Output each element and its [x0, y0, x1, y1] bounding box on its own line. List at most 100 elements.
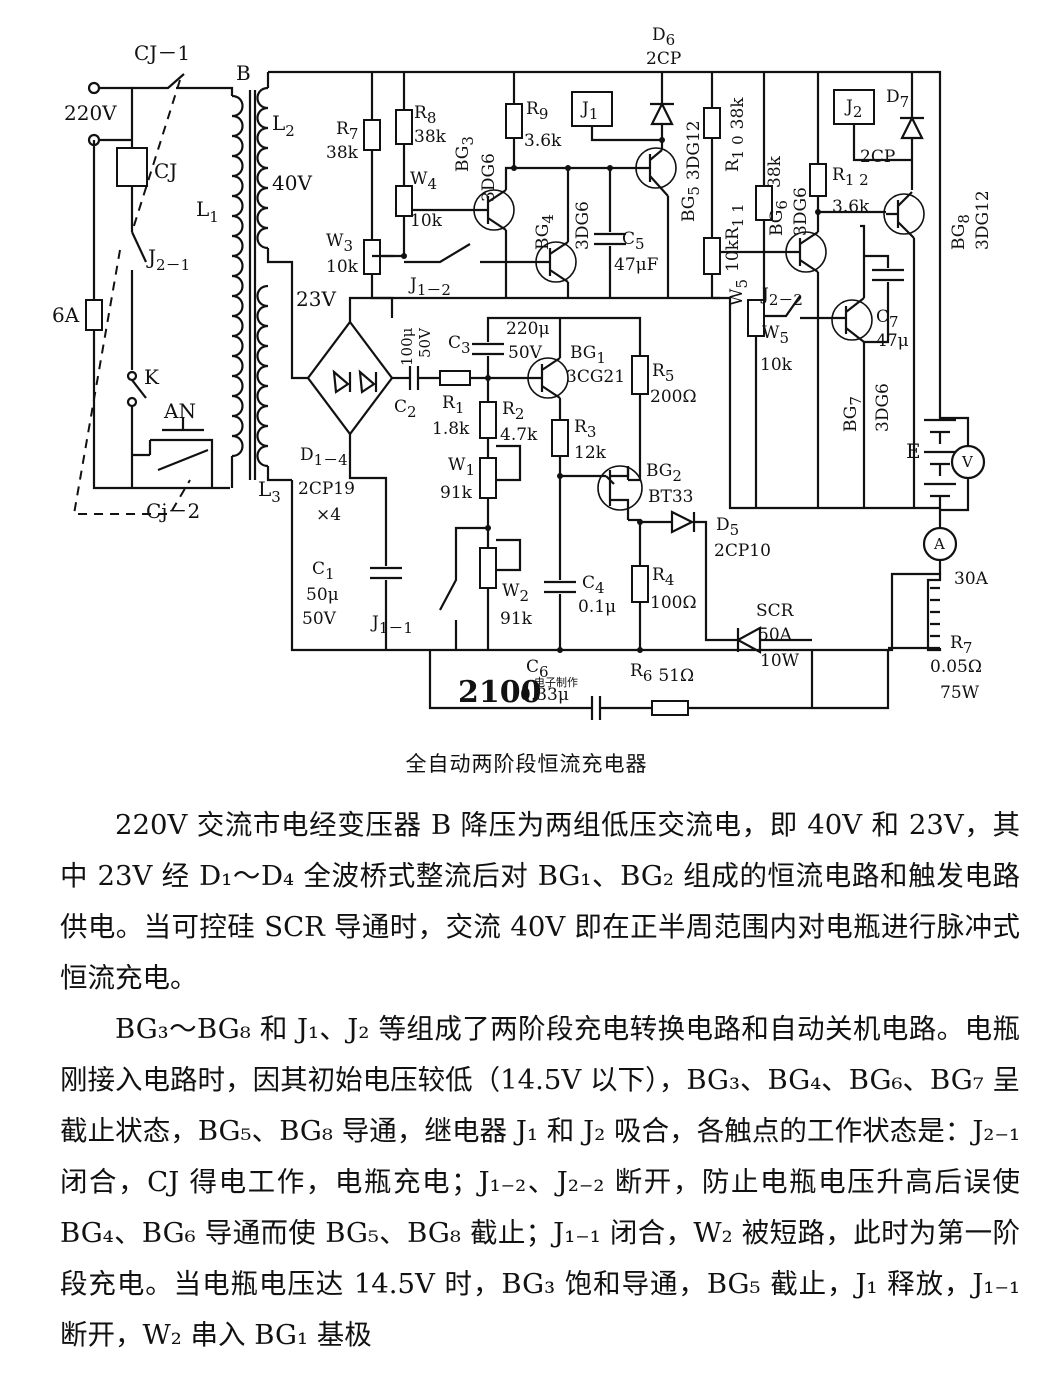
label-r10: R1 038k [723, 97, 748, 172]
transistor-bg3 [473, 166, 642, 298]
relay-j2-coil [833, 89, 875, 125]
label-cj1: CJ－1 [134, 41, 190, 65]
label-r7-shunt: R7 [950, 633, 972, 657]
label-r7: R7 [336, 119, 358, 143]
capacitor-c7 [864, 254, 904, 344]
label-bg2: BG2 [646, 461, 682, 485]
transistor-bg1 [527, 318, 569, 420]
label-w4-value: 10k [410, 211, 443, 231]
label-c6: C6 [526, 657, 549, 681]
label-scr-value-1: 50A [758, 625, 793, 645]
diode-d5 [640, 510, 728, 642]
label-r12-value: 3.6k [832, 197, 870, 217]
article-body: 220V 交流市电经变压器 B 降压为两组低压交流电，即 40V 和 23V，其… [60, 800, 1020, 1361]
label-j2-box: J2 [844, 97, 862, 121]
label-r11: R1 1 [723, 203, 747, 240]
label-r2-value: 4.7k [500, 425, 538, 445]
fuse [85, 299, 103, 331]
transistor-bg5 [635, 147, 677, 298]
cj-coil [116, 147, 148, 187]
label-w2-value: 91k [500, 609, 533, 629]
label-c2-value-1: 100μ [398, 327, 416, 366]
transistor-bg8 [883, 191, 925, 508]
shunt-resistor [926, 574, 942, 652]
label-c2-value-2: 50V [416, 327, 434, 358]
transistor-bg2 [597, 465, 643, 520]
resistor-r7 [363, 119, 381, 151]
label-bg5: BG53DG12 [679, 120, 704, 222]
transistor-bg6 [785, 212, 827, 508]
label-c2: C2 [394, 397, 417, 421]
resistor-r8 [395, 109, 413, 145]
label-r11-value: 10k [723, 239, 743, 272]
label-r5-value: 200Ω [650, 387, 697, 407]
label-scr-value-2: 10W [760, 651, 800, 671]
bridge-rectifier [290, 296, 430, 652]
label-w5-value: 10k [760, 355, 793, 375]
label-bg7: BG7 [841, 396, 865, 432]
label-bg4-type: 3DG6 [573, 201, 593, 250]
diode-d6 [650, 72, 674, 150]
label-bg8: BG8 [949, 214, 973, 250]
label-r7-shunt-value-1: 0.05Ω [930, 657, 982, 677]
label-d14: D1－4 [300, 445, 348, 469]
resistor-r12 [809, 163, 827, 197]
label-r2: R2 [502, 399, 524, 423]
resistor-r10 [703, 107, 721, 139]
label-cj2: Cj－2 [146, 499, 200, 523]
battery-e [888, 405, 986, 652]
label-l2: L2 [272, 111, 295, 140]
label-bg1-type: 3CG21 [566, 367, 625, 387]
label-d6: D6 [652, 25, 675, 49]
label-r1-value: 1.8k [432, 419, 470, 439]
label-bg4: BG4 [533, 214, 557, 250]
resistor-r4 [631, 565, 649, 603]
label-d7-type: 2CP [860, 147, 895, 167]
label-r3-value: 12k [574, 443, 607, 463]
label-c3-value-2: 50V [508, 343, 543, 363]
label-w3-value: 10k [326, 257, 359, 277]
label-c6-value: 0.33μ [520, 685, 569, 705]
label-bg3-type: 3DG6 [479, 153, 499, 202]
label-j1-box: J1 [580, 99, 598, 123]
label-scr: SCR [756, 601, 795, 621]
label-l1: L1 [196, 197, 219, 226]
label-c3-value-1: 220μ [506, 319, 550, 339]
label-ammeter: A [933, 535, 945, 553]
resistor-r11 [703, 237, 721, 275]
scr [728, 626, 812, 654]
label-c5-value: 47μF [614, 255, 659, 275]
label-r5: R5 [652, 361, 674, 385]
label-d14-type: 2CP19 [298, 479, 355, 499]
capacitor-c5 [594, 168, 626, 298]
circuit-schematic: CJ－1 220V B CJ L1 L2 40V L3 23V J2－1 6A … [52, 25, 993, 720]
label-r7-value: 38k [326, 143, 359, 163]
label-c1: C1 [312, 559, 335, 583]
label-w1: W1 [448, 455, 475, 479]
capacitor-c4 [544, 476, 576, 650]
resistor-r1 [439, 370, 471, 386]
label-w5: W5 [762, 323, 789, 347]
label-bg3: BG3 [453, 136, 477, 172]
label-d7: D7 [886, 87, 909, 111]
label-k: K [144, 365, 160, 389]
capacitor-c6 [428, 650, 652, 720]
mains-input-section [72, 73, 234, 515]
label-bg6-type: 3DG6 [791, 187, 811, 236]
capacitor-c2 [406, 366, 440, 390]
label-r1: R1 [442, 393, 464, 417]
label-j12: J1－2 [408, 275, 451, 299]
label-j11: J1－1 [370, 613, 413, 637]
capacitor-c1 [370, 564, 402, 650]
label-cj: CJ [154, 159, 177, 183]
transistor-bg7 [830, 224, 873, 508]
label-j22: J2－2 [760, 285, 803, 309]
label-r8-value: 38k [414, 127, 447, 147]
label-fuse: 6A [52, 303, 80, 327]
label-bg2-type: BT33 [648, 487, 693, 507]
label-d6-type: 2CP [646, 49, 681, 69]
resistor-r5 [631, 355, 649, 395]
pot-w2 [479, 547, 497, 589]
label-l3: L3 [258, 477, 281, 506]
resistor-r6 [651, 700, 689, 716]
